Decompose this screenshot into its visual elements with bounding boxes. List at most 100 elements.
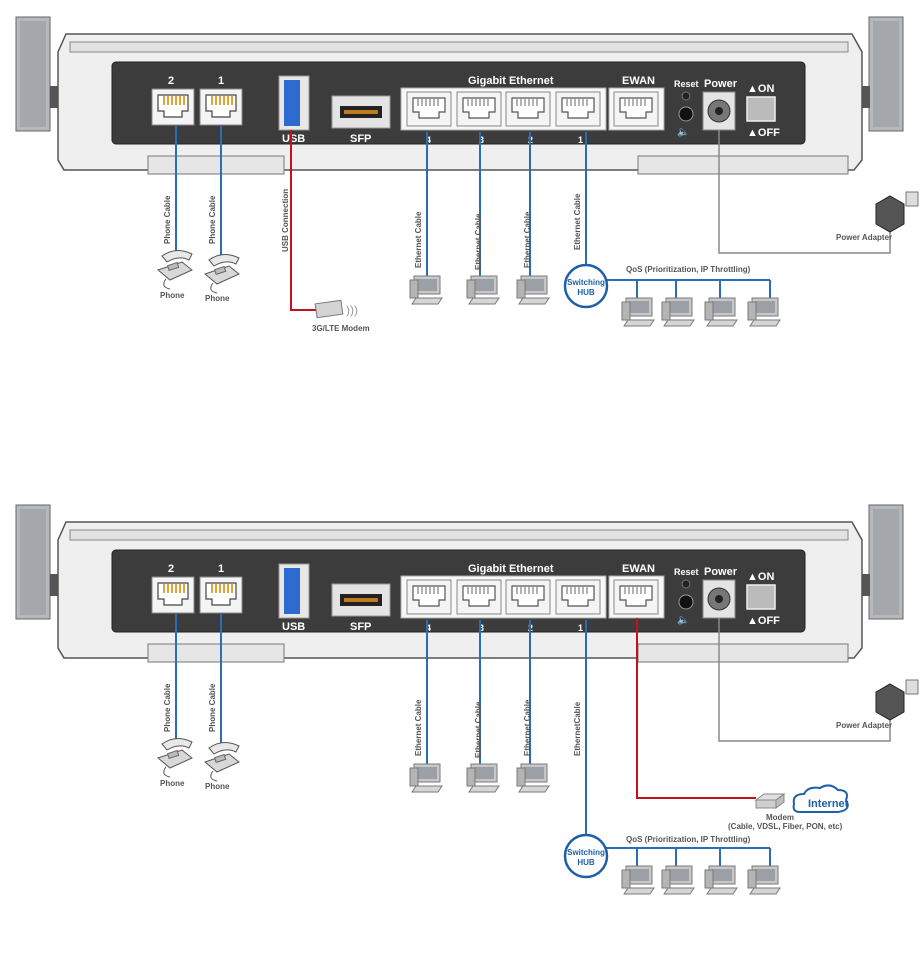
phone-label-a: Phone	[160, 291, 185, 300]
eth3-cable-label: Ethernet Cable	[474, 213, 483, 270]
ewan-port	[613, 579, 659, 615]
switching-hub-label: Switching	[567, 848, 605, 857]
audio-jack	[678, 106, 694, 122]
computer-icon	[409, 763, 443, 793]
computer-icon	[661, 865, 695, 895]
ewan-port	[613, 91, 659, 127]
power-adapter-icon	[875, 683, 905, 721]
phone-icon	[204, 741, 240, 782]
wireless-signal-icon: )))	[346, 303, 358, 317]
phone-port-1	[199, 88, 243, 126]
computer-icon	[704, 297, 738, 327]
computer-icon	[661, 297, 695, 327]
qos-label: QoS (Prioritization, IP Throttling)	[626, 835, 751, 844]
ewan-label: EWAN	[622, 75, 655, 87]
usb-cable	[290, 130, 318, 311]
power-adapter-label: Power Adapter	[836, 233, 892, 242]
modem-icon	[755, 799, 777, 809]
computer-icon	[704, 865, 738, 895]
lan1-port	[555, 579, 601, 615]
phone1-label: 1	[218, 75, 224, 87]
usb-label: USB	[282, 133, 305, 145]
lan3-label: 3	[479, 135, 484, 145]
modem-types-label: (Cable, VDSL, Fiber, PON, etc)	[728, 822, 843, 831]
switching-hub-label: Switching	[567, 278, 605, 287]
on-label: ▲ON	[747, 571, 774, 583]
sfp-label: SFP	[350, 621, 371, 633]
antenna-left-icon	[15, 504, 51, 620]
lan3-port	[456, 579, 502, 615]
audio-jack	[678, 594, 694, 610]
phone-port-2	[151, 88, 195, 126]
lan4-label: 4	[426, 135, 431, 145]
computer-icon	[747, 865, 781, 895]
modem-label: Modem	[766, 813, 794, 822]
power-switch	[746, 584, 776, 610]
eth3-cable-label: Ethernet Cable	[474, 701, 483, 758]
computer-icon	[621, 297, 655, 327]
antenna-left-icon	[15, 16, 51, 132]
phone-icon	[157, 737, 193, 778]
phone-icon	[157, 249, 193, 290]
diagram-bottom: 2 1 USB SFP Gigabit Ethernet 4 3 2 1 EWA…	[15, 504, 919, 895]
off-label: ▲OFF	[747, 615, 780, 627]
phone-label-b: Phone	[205, 782, 230, 791]
eth2-cable-label: Ethernet Cable	[523, 699, 532, 756]
eth2-cable-label: Ethernet Cable	[523, 211, 532, 268]
hub-label: HUB	[577, 858, 595, 867]
wan-cable	[636, 618, 756, 799]
phone2-label: 2	[168, 75, 174, 87]
eth1-cable-label: Ethernet Cable	[573, 193, 582, 250]
lan1-port	[555, 91, 601, 127]
lan2-port	[505, 579, 551, 615]
power-cable	[718, 618, 891, 742]
off-label: ▲OFF	[747, 127, 780, 139]
phone1-label: 1	[218, 563, 224, 575]
lan1-label: 1	[578, 623, 583, 633]
on-label: ▲ON	[747, 83, 774, 95]
gigabit-label: Gigabit Ethernet	[468, 75, 554, 87]
phone-label-a: Phone	[160, 779, 185, 788]
antenna-right-icon	[868, 16, 904, 132]
internet-label: Internet	[808, 798, 849, 810]
phone-cable-label-a: Phone Cable	[163, 683, 172, 732]
hub-label: HUB	[577, 288, 595, 297]
phone-cable-label-b: Phone Cable	[208, 683, 217, 732]
lan2-port	[505, 91, 551, 127]
phone-port-1	[199, 576, 243, 614]
qos-label: QoS (Prioritization, IP Throttling)	[626, 265, 751, 274]
power-cable	[718, 130, 891, 254]
eth4-cable-label: Ethernet Cable	[414, 211, 423, 268]
computer-icon	[409, 275, 443, 305]
phone-cable-label-b: Phone Cable	[208, 195, 217, 244]
power-switch	[746, 96, 776, 122]
lan4-label: 4	[426, 623, 431, 633]
eth4-cable-label: Ethernet Cable	[414, 699, 423, 756]
phone-icon	[204, 253, 240, 294]
power-adapter-label: Power Adapter	[836, 721, 892, 730]
power-label: Power	[704, 78, 738, 90]
switching-hub	[563, 833, 609, 879]
phone-label-b: Phone	[205, 294, 230, 303]
reset-label: Reset	[674, 79, 699, 89]
lan4-port	[406, 91, 452, 127]
speaker-icon: 🔈	[677, 127, 689, 138]
phone-port-2	[151, 576, 195, 614]
lan1-label: 1	[578, 135, 583, 145]
computer-icon	[621, 865, 655, 895]
computer-icon	[747, 297, 781, 327]
power-label: Power	[704, 566, 738, 578]
antenna-right-icon	[868, 504, 904, 620]
internet-cloud-icon	[792, 784, 849, 813]
usb-label: USB	[282, 621, 305, 633]
phone-cable-label-a: Phone Cable	[163, 195, 172, 244]
computer-icon	[516, 763, 550, 793]
computer-icon	[466, 275, 500, 305]
lan4-port	[406, 579, 452, 615]
computer-icon	[516, 275, 550, 305]
lan3-label: 3	[479, 623, 484, 633]
usb-modem-icon	[314, 299, 344, 319]
computer-icon	[466, 763, 500, 793]
diagram-top: 2 1 USB SFP Gigabit Ethernet 4 3 2 1 EWA…	[15, 16, 919, 333]
